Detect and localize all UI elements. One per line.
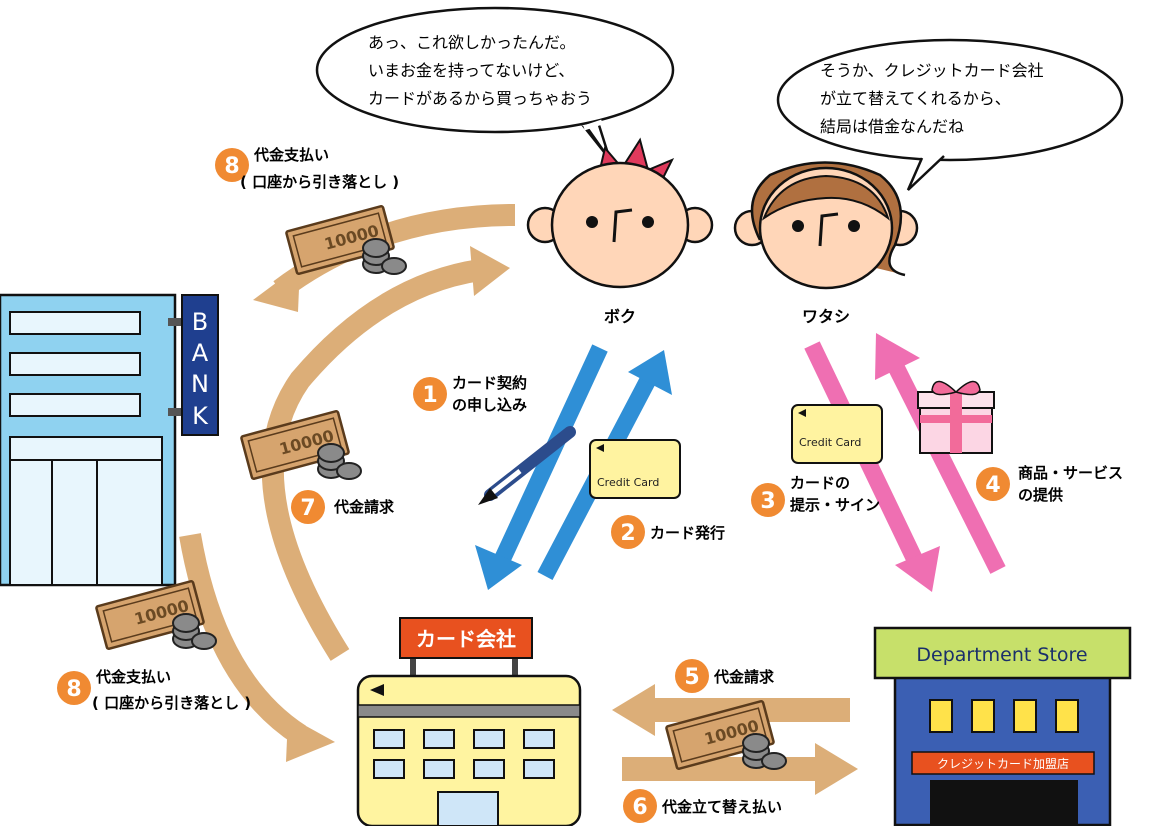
boku-speech-line-3: カードがあるから買っちゃおう <box>368 89 592 108</box>
step-number: 8 <box>66 677 81 702</box>
step-text: 代金請求 <box>333 498 395 516</box>
bank-sign-letter: N <box>191 370 209 398</box>
card-company-sign: カード会社 <box>416 627 516 651</box>
step-text: ( 口座から引き落とし ) <box>92 694 251 712</box>
credit-card-label: Credit Card <box>799 436 861 449</box>
step-4-label: 4 商品・サービス の提供 <box>976 464 1123 504</box>
advance-payment-arrow-head <box>815 743 858 795</box>
step-text: 代金支払い <box>253 146 329 164</box>
payment-arrow-top-head <box>253 265 300 312</box>
step-text: 提示・サイン <box>790 496 880 514</box>
step-text: カード契約 <box>452 374 527 392</box>
watashi-character: ワタシ <box>733 161 919 326</box>
watashi-name: ワタシ <box>802 307 850 326</box>
step-text: 商品・サービス <box>1018 464 1123 482</box>
claim-arrow-head <box>612 684 655 736</box>
step-number: 5 <box>684 665 699 690</box>
step-1-label: 1 カード契約 の申し込み <box>413 374 527 414</box>
step-text: 代金立て替え払い <box>661 798 782 816</box>
step-number: 1 <box>422 383 437 408</box>
billing-arc-arrow-head <box>470 246 510 296</box>
watashi-speech-line-2: が立て替えてくれるから、 <box>820 89 1011 108</box>
step-number: 6 <box>632 795 647 820</box>
bank-sign: B A N K <box>191 308 209 430</box>
member-store-sign: クレジットカード加盟店 <box>937 757 1069 771</box>
credit-card-icon: Credit Card <box>791 404 883 464</box>
store-name: Department Store <box>916 644 1087 666</box>
pen-icon <box>478 426 576 505</box>
goods-arrow <box>887 361 1006 574</box>
step-8-label-bottom: 8 代金支払い ( 口座から引き落とし ) <box>57 668 251 712</box>
credit-card-icon: Credit Card <box>589 439 681 499</box>
step-number: 8 <box>224 154 239 179</box>
banknote-illustration: 10000 <box>94 579 218 651</box>
step-text: 代金支払い <box>95 668 171 686</box>
step-text: カード発行 <box>650 524 725 542</box>
boku-name: ボク <box>604 307 636 326</box>
boku-character: ボク <box>526 137 714 326</box>
boku-speech-bubble: あっ、これ欲しかったんだ。 いまお金を持ってないけど、 カードがあるから買っちゃ… <box>315 6 675 163</box>
card-present-arrow-head <box>895 546 940 592</box>
step-7-label: 7 代金請求 <box>291 490 395 524</box>
bank-sign-letter: K <box>192 402 209 430</box>
watashi-speech-line-1: そうか、クレジットカード会社 <box>820 61 1044 80</box>
transfer-arrow-bottom <box>179 533 307 745</box>
step-number: 2 <box>620 521 635 546</box>
banknote-illustration: 10000 <box>664 699 788 771</box>
step-2-label: 2 カード発行 <box>611 515 725 549</box>
watashi-speech-bubble: そうか、クレジットカード会社 が立て替えてくれるから、 結局は借金なんだね <box>776 38 1124 191</box>
watashi-speech-line-3: 結局は借金なんだね <box>820 117 964 136</box>
issue-arrow-head <box>628 350 672 395</box>
billing-arc-arrow <box>261 259 482 661</box>
bank-sign-letter: A <box>192 339 209 367</box>
bank-sign-letter: B <box>192 308 208 336</box>
goods-arrow-head <box>875 333 920 380</box>
department-store-building: Department Store クレジットカード加盟店 <box>873 626 1132 826</box>
banknote-illustration: 10000 <box>284 204 408 276</box>
advance-payment-arrow-body <box>622 757 822 781</box>
step-text: の提供 <box>1018 486 1063 504</box>
step-5-label: 5 代金請求 <box>675 659 775 693</box>
gift-box-icon <box>917 380 995 454</box>
step-6-label: 6 代金立て替え払い <box>623 789 782 823</box>
card-company-building: カード会社 <box>356 617 582 826</box>
banknote-illustration: 10000 <box>239 409 363 481</box>
step-text: 代金請求 <box>713 668 775 686</box>
transfer-arrow-bottom-head <box>286 716 335 762</box>
step-number: 4 <box>985 473 1000 498</box>
bank-building: B A N K <box>0 293 219 587</box>
step-number: 7 <box>300 496 315 521</box>
credit-card-label: Credit Card <box>597 476 659 489</box>
application-arrow-head <box>475 545 522 590</box>
step-text: の申し込み <box>452 396 527 414</box>
boku-speech-line-1: あっ、これ欲しかったんだ。 <box>368 33 576 52</box>
step-text: カードの <box>790 474 850 492</box>
step-number: 3 <box>760 489 775 514</box>
step-text: ( 口座から引き落とし ) <box>240 173 399 191</box>
step-8-label-top: 8 代金支払い ( 口座から引き落とし ) <box>215 146 399 191</box>
step-3-label: 3 カードの 提示・サイン <box>751 474 880 517</box>
boku-speech-line-2: いまお金を持ってないけど、 <box>368 61 574 80</box>
